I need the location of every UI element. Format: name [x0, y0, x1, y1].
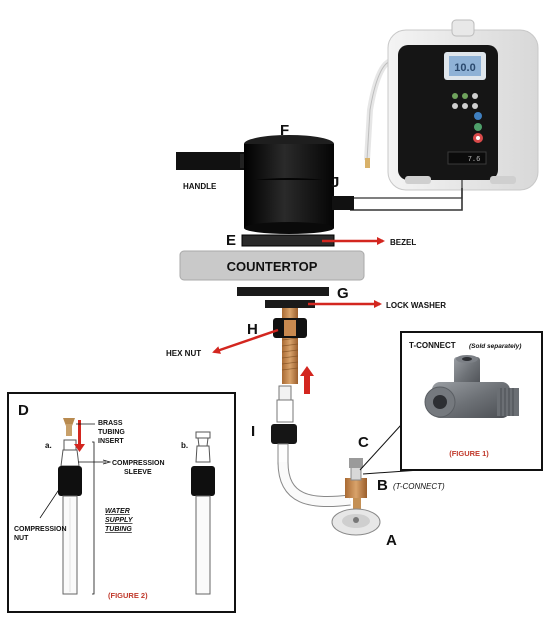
- figure1-caption: (FIGURE 1): [449, 449, 489, 458]
- hex-nut-arrow: [212, 328, 279, 354]
- t-connect-assembly: [331, 458, 381, 536]
- lock-washer: [237, 287, 329, 296]
- figure2-compression-box: D a. b. BRASS TUBING: [7, 392, 236, 613]
- figure2-brass-line2: TUBING: [98, 429, 125, 436]
- figure2-sleeve-line2: SLEEVE: [124, 469, 152, 476]
- label-g: G: [337, 285, 349, 302]
- label-c: C: [358, 434, 369, 451]
- figure2-sleeve-line1: COMPRESSION: [112, 460, 165, 467]
- figure2-brass-line1: BRASS: [98, 420, 123, 427]
- label-i: I: [251, 423, 255, 440]
- label-j: J: [331, 174, 339, 191]
- label-lock-washer: LOCK WASHER: [386, 301, 446, 310]
- figure1-note: (Sold separately): [469, 343, 521, 350]
- outlet-hose-line: [350, 188, 463, 211]
- label-bezel: BEZEL: [390, 238, 416, 247]
- insert-up-arrow: [300, 366, 314, 394]
- ionizer-bottom-readout: 7.6: [468, 156, 481, 164]
- figure2-sub-b: b.: [181, 441, 188, 450]
- water-ionizer-unit: 10.0 7.6: [364, 19, 539, 191]
- hex-nut: [273, 318, 307, 338]
- figure2-sub-a: a.: [45, 441, 52, 450]
- label-d: D: [18, 402, 29, 419]
- label-handle: HANDLE: [183, 182, 217, 191]
- figure2-caption: (FIGURE 2): [108, 591, 148, 600]
- supply-tube-assembly: [271, 385, 351, 508]
- label-t-connect-b: (T-CONNECT): [393, 482, 445, 491]
- figure2-nut-line1: COMPRESSION: [14, 526, 67, 533]
- figure1-t-connect-box: T-CONNECT (Sold separately) (FIGURE 1): [359, 331, 543, 475]
- label-h: H: [247, 321, 258, 338]
- label-hex-nut: HEX NUT: [166, 349, 201, 358]
- figure2-water-line1: WATER: [105, 508, 130, 515]
- label-countertop: COUNTERTOP: [227, 259, 318, 274]
- t-connect-fitting-image: [424, 355, 519, 418]
- mounting-washer: [265, 300, 315, 308]
- figure2-brass-line3: INSERT: [98, 438, 124, 445]
- figure1-title: T-CONNECT: [409, 341, 456, 350]
- label-e: E: [226, 232, 236, 249]
- figure2-tube-a: [58, 418, 82, 595]
- figure2-nut-line2: NUT: [14, 535, 29, 542]
- ionizer-buttons: [452, 93, 483, 143]
- label-b: B: [377, 477, 388, 494]
- figure2-water-line3: TUBING: [105, 526, 132, 533]
- label-f: F: [280, 122, 289, 139]
- label-a: A: [386, 532, 397, 549]
- figure2-red-down-arrow: [78, 420, 81, 446]
- countertop-slab: [179, 250, 365, 281]
- ionizer-screen-value: 10.0: [454, 62, 475, 74]
- figure2-tube-b: [191, 431, 215, 595]
- faucet-body: [176, 135, 354, 234]
- bezel-plate: [241, 234, 335, 247]
- figure2-water-line2: SUPPLY: [105, 517, 134, 524]
